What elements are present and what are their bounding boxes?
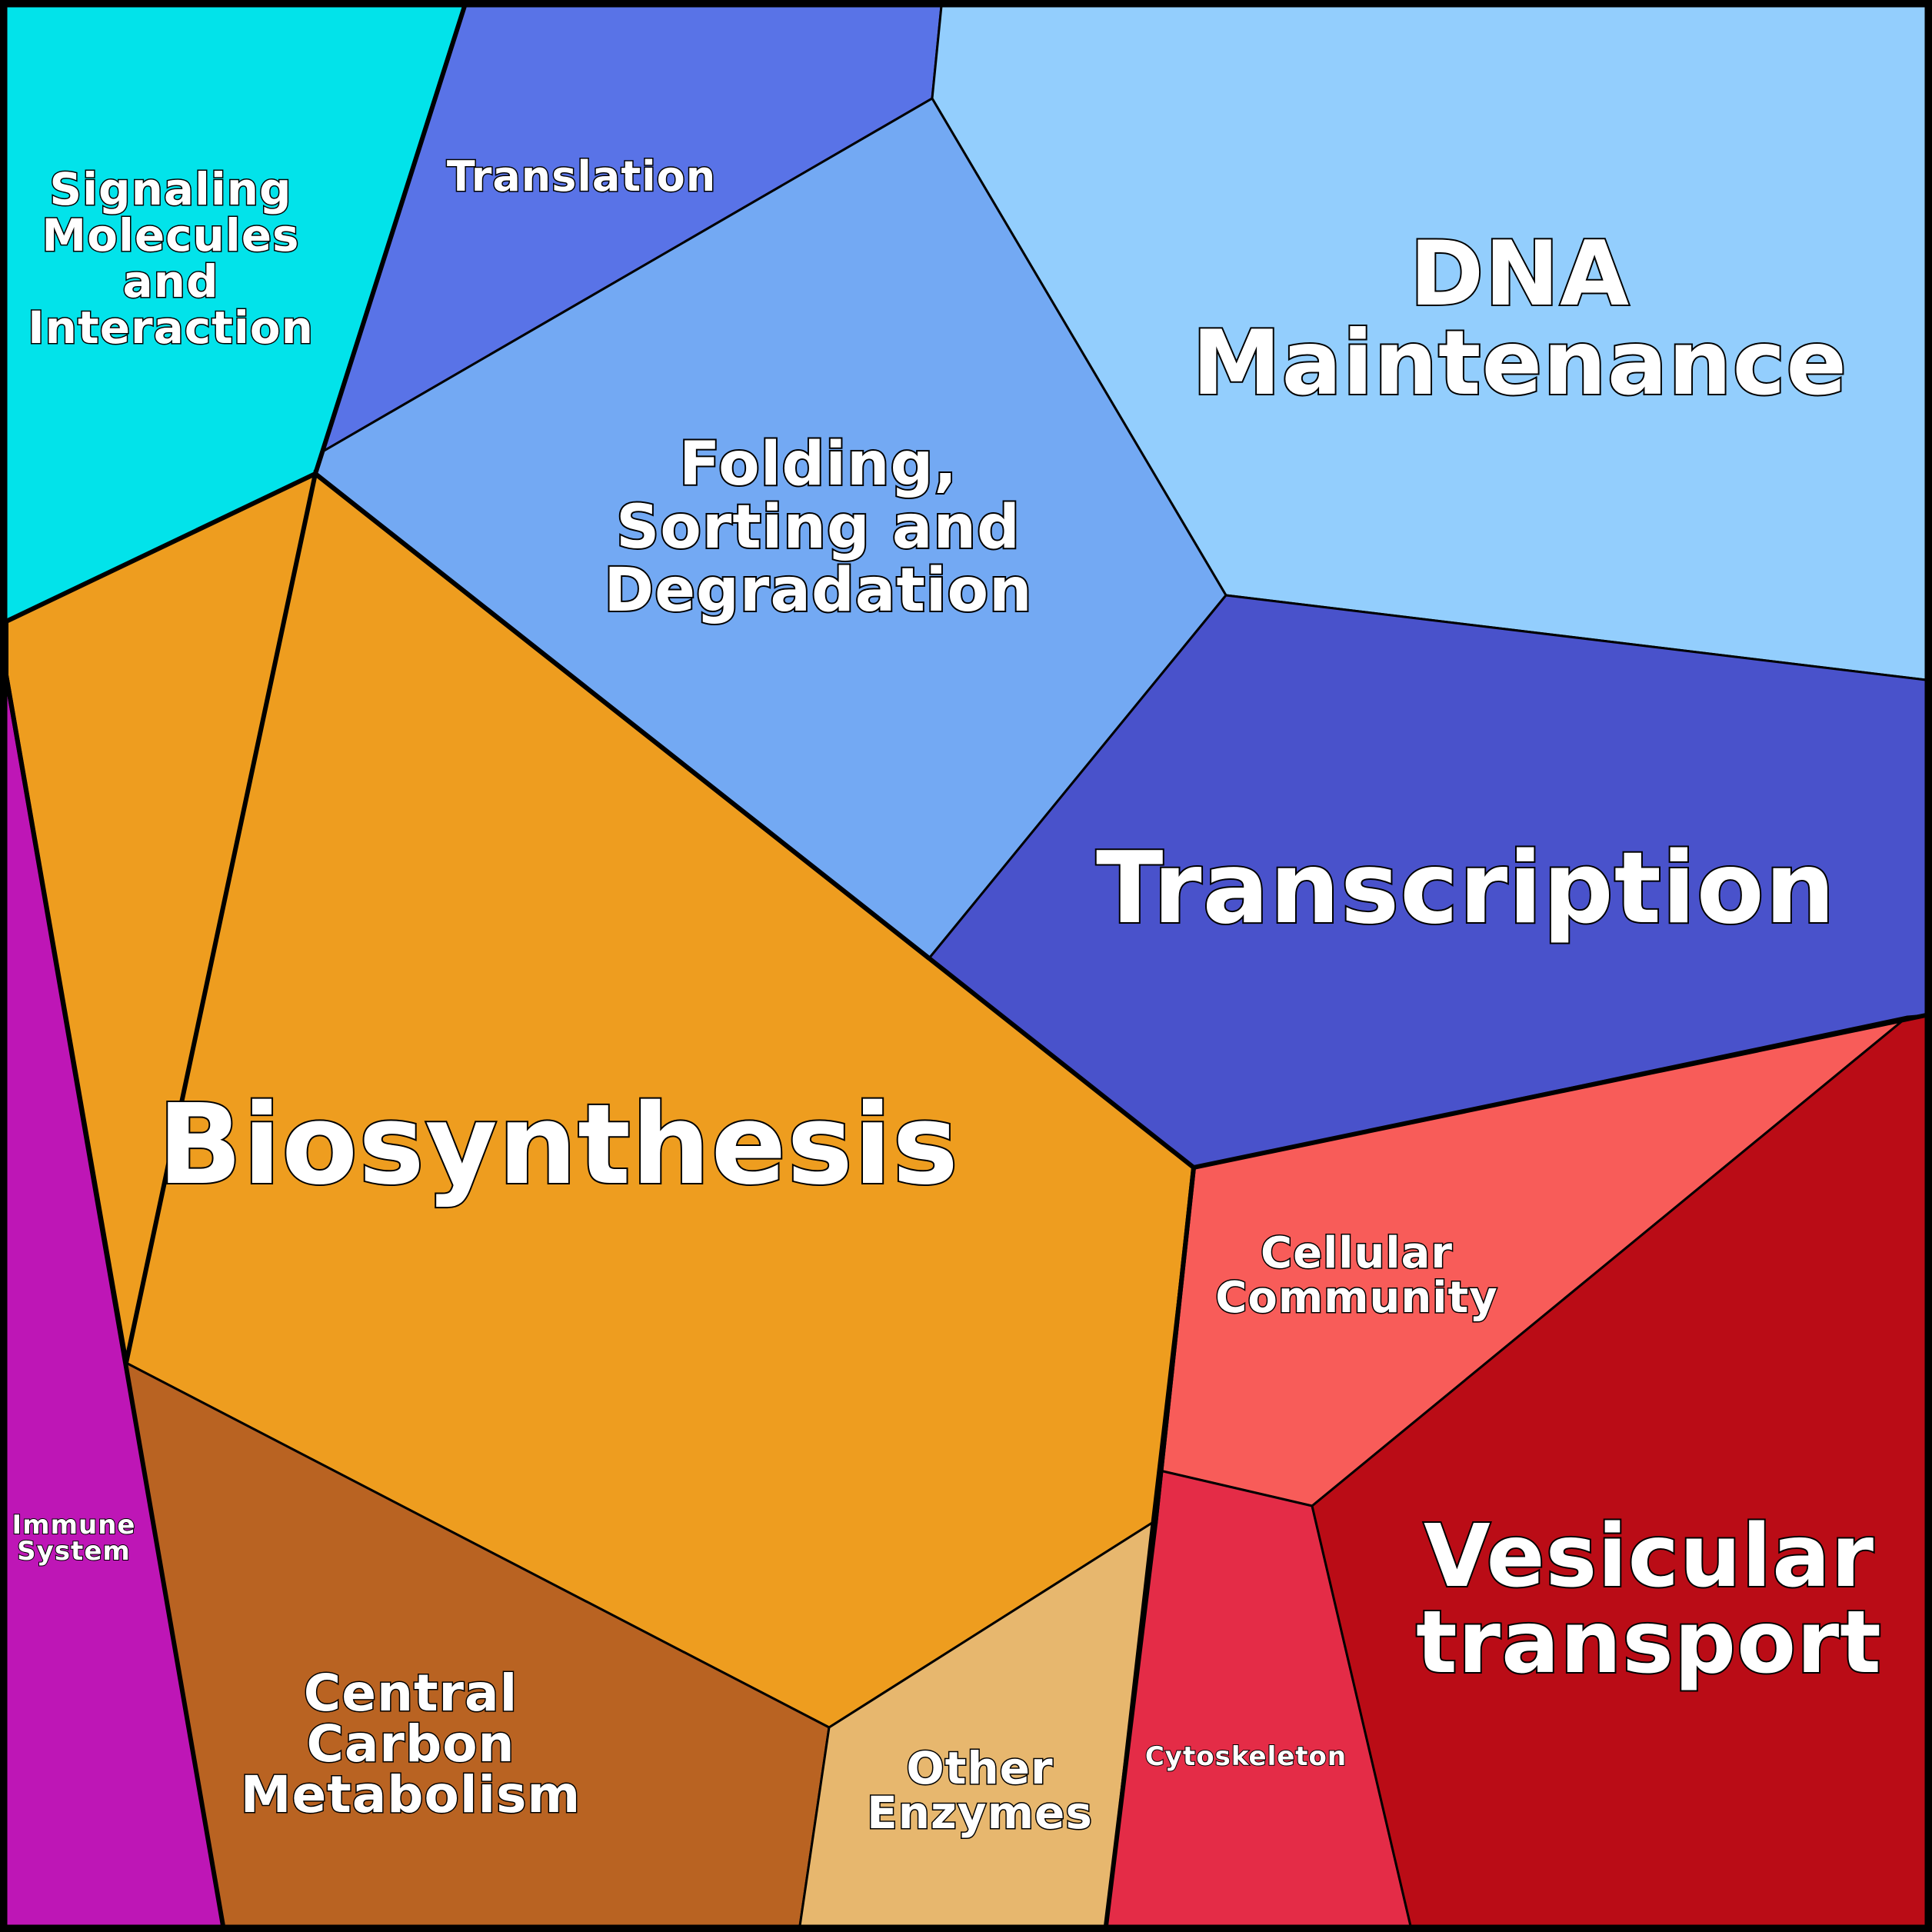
- label-line: Sorting and: [616, 493, 1021, 562]
- label-line: Metabolism: [241, 1765, 581, 1824]
- cells-layer: [5, 5, 1927, 1927]
- label-line: Enzymes: [867, 1787, 1093, 1839]
- border-purple-left: [4, 675, 225, 1927]
- label-line: Community: [1215, 1273, 1497, 1323]
- label-line: Cellular: [1261, 1228, 1453, 1278]
- label-line: and: [123, 255, 219, 308]
- label-line: Interaction: [28, 301, 314, 354]
- label-line: Cytoskeleton: [1145, 1741, 1347, 1772]
- label-line: Degradation: [604, 556, 1032, 625]
- label-line: Folding,: [679, 430, 958, 499]
- label-transcription: Transcription: [1096, 831, 1836, 946]
- label-cytoskeleton: Cytoskeleton: [1145, 1741, 1347, 1772]
- label-line: Vesicular: [1424, 1507, 1874, 1607]
- label-line: Signaling: [49, 163, 291, 215]
- label-line: Translation: [447, 152, 716, 201]
- label-line: Carbon: [306, 1714, 515, 1774]
- label-translation: Translation: [447, 152, 716, 201]
- label-line: Transcription: [1096, 831, 1836, 946]
- label-line: DNA: [1410, 222, 1630, 326]
- label-biosynthesis: Biosynthesis: [158, 1080, 959, 1209]
- border-blue-left: [314, 471, 931, 961]
- group-borders: [4, 5, 1927, 1927]
- label-line: Molecules: [42, 209, 299, 261]
- label-line: Immune: [12, 1510, 136, 1541]
- label-line: Maintenance: [1192, 311, 1847, 415]
- label-line: transport: [1416, 1593, 1882, 1693]
- label-line: System: [17, 1536, 131, 1567]
- label-line: Biosynthesis: [158, 1080, 959, 1209]
- label-line: Central: [304, 1664, 518, 1723]
- border-red-group: [1104, 1013, 1927, 1927]
- label-line: Other: [906, 1742, 1053, 1794]
